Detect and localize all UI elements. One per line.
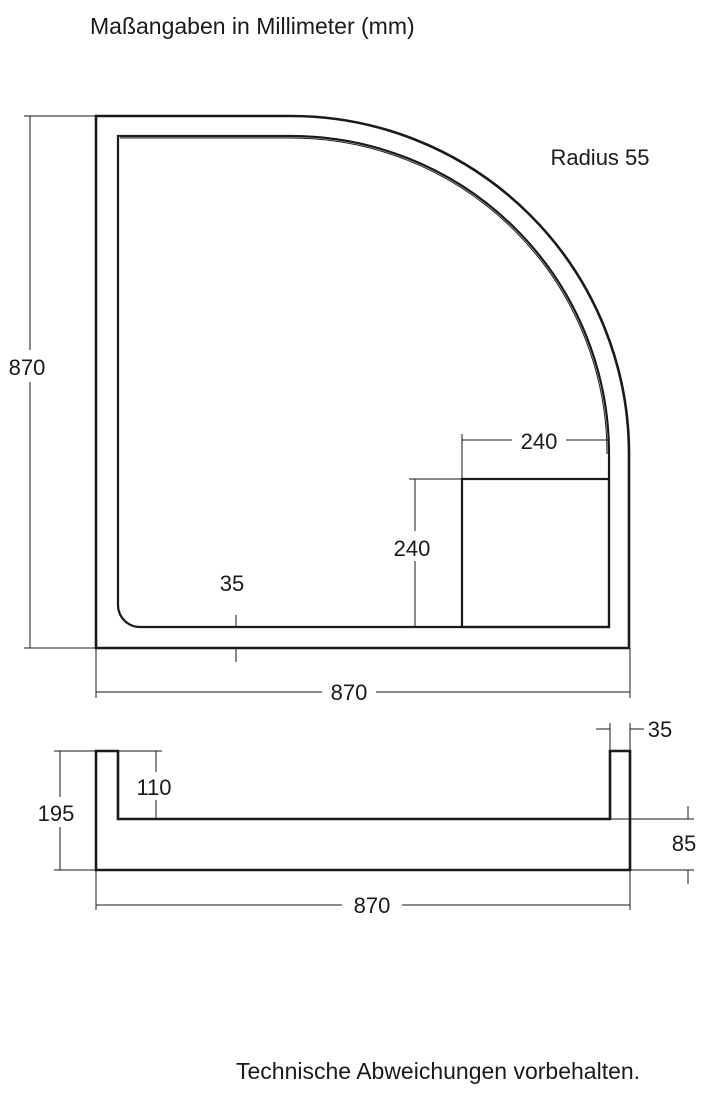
tray-outer-contour <box>94 114 631 650</box>
depth-dimension: 110 <box>136 775 171 800</box>
top-height-dimension: 870 <box>9 355 46 380</box>
side-width-dimension: 870 <box>354 893 391 918</box>
side-view-dimensions: 195 110 35 85 870 <box>30 717 696 920</box>
footer-disclaimer: Technische Abweichungen vorbehalten. <box>236 1058 641 1084</box>
top-view <box>94 114 631 650</box>
tray-side-section <box>94 749 632 872</box>
tray-rim-line <box>120 137 608 455</box>
tray-inner-contour <box>116 134 611 629</box>
page-title: Maßangaben in Millimeter (mm) <box>90 13 415 39</box>
radius-label: Radius 55 <box>550 145 649 170</box>
side-view <box>94 749 632 872</box>
rim-dimension: 35 <box>220 571 244 596</box>
step-width-dimension: 240 <box>521 429 558 454</box>
top-width-dimension: 870 <box>331 680 368 705</box>
top-view-dimensions: 870 870 240 240 35 Radius 55 <box>4 115 650 706</box>
corner-step-square <box>460 477 611 629</box>
wall-dimension: 35 <box>648 717 672 742</box>
step-height-dimension: 240 <box>394 536 431 561</box>
base-dimension: 85 <box>672 831 696 856</box>
side-height-dimension: 195 <box>38 801 75 826</box>
